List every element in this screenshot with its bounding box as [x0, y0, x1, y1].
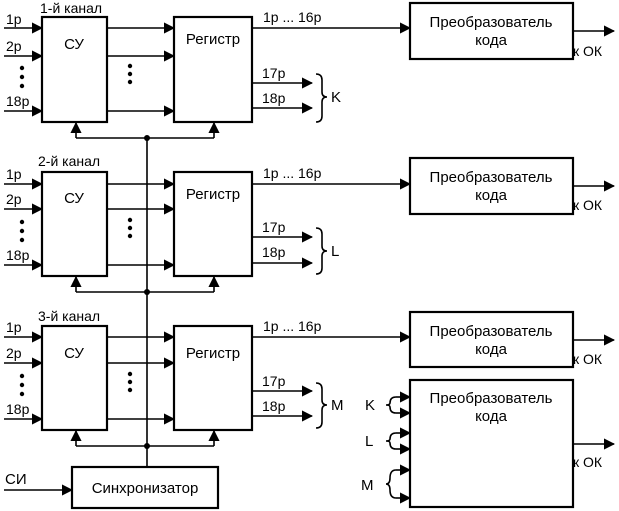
synchronizer-block [70, 465, 220, 510]
channel-3: 3-й канал 1р 2р 18р СУ Регистр 1р ... 16… [4, 308, 616, 447]
channel-1-title: 1-й канал [40, 0, 102, 16]
channel-1-register-label: Регистр [186, 31, 240, 48]
extra-converter-input-m: M [361, 477, 374, 494]
extra-converter-label-2: кода [475, 408, 507, 425]
channel-1-input-18p: 18р [6, 93, 30, 109]
extra-converter-block [408, 378, 575, 509]
channel-2-title: 2-й канал [38, 153, 100, 169]
extra-converter-label: Преобразователь [430, 390, 553, 407]
channel-2-input-2p: 2р [6, 191, 22, 207]
junction-dot [144, 443, 150, 449]
channel-2-bus-label: 1р ... 16р [263, 165, 322, 181]
extra-converter-input-l: L [365, 433, 373, 450]
channel-3-cu-label: СУ [64, 345, 84, 362]
channel-2: 2-й канал 1р 2р 18р СУ Регистр 1р ... 16… [4, 153, 616, 293]
channel-2-register-block [172, 170, 254, 278]
channel-2-register-label: Регистр [186, 186, 240, 203]
channel-1-out-18p: 18р [262, 90, 286, 106]
channel-2-converter-label: Преобразователь [430, 169, 553, 186]
channel-1-group-label: K [331, 89, 341, 106]
sync-bus: СИ Синхронизатор [4, 135, 220, 510]
channel-3-register-block [172, 324, 254, 432]
channel-3-cu-block [40, 324, 109, 432]
channel-1-bus-label: 1р ... 16р [263, 9, 322, 25]
channel-3-title: 3-й канал [38, 308, 100, 324]
channel-3-bus-label: 1р ... 16р [263, 318, 322, 334]
channel-3-input-2p: 2р [6, 345, 22, 361]
channel-3-converter-label-2: кода [475, 341, 507, 358]
junction-dot [144, 135, 150, 141]
channel-3-input-18p: 18р [6, 401, 30, 417]
channel-2-out-18p: 18р [262, 244, 286, 260]
extra-converter: Преобразователь кода K L M к ОК [361, 378, 616, 509]
channel-1-cu-label: СУ [64, 36, 84, 53]
channel-1-cu-block [40, 15, 109, 124]
channel-3-register-label: Регистр [186, 345, 240, 362]
channel-2-output-label: к ОК [573, 197, 603, 213]
channel-1-input-1p: 1р [6, 11, 22, 27]
channel-2-input-18p: 18р [6, 247, 30, 263]
channel-3-out-17p: 17р [262, 373, 286, 389]
channel-2-converter-block [408, 156, 575, 216]
channel-1-out-17p: 17р [262, 65, 286, 81]
extra-converter-output-label: к ОК [573, 454, 603, 470]
channel-1: 1-й канал 1р 2р 18р СУ Регистр 1р ... 16… [4, 0, 616, 139]
junction-dot [144, 289, 150, 295]
channel-3-converter-label: Преобразователь [430, 323, 553, 340]
channel-3-out-18p: 18р [262, 398, 286, 414]
channel-2-group-label: L [331, 243, 339, 260]
channel-1-input-2p: 2р [6, 38, 22, 54]
channel-2-converter-label-2: кода [475, 187, 507, 204]
channel-3-input-1p: 1р [6, 319, 22, 335]
channel-3-group-label: M [331, 397, 344, 414]
sync-input-label: СИ [5, 471, 27, 488]
channel-2-input-1p: 1р [6, 166, 22, 182]
channel-1-output-label: к ОК [573, 43, 603, 59]
extra-converter-input-k: K [365, 397, 375, 414]
channel-1-converter-block [408, 1, 575, 61]
channel-2-out-17p: 17р [262, 219, 286, 235]
synchronizer-label: Синхронизатор [92, 480, 199, 497]
channel-2-cu-label: СУ [64, 190, 84, 207]
channel-3-output-label: к ОК [573, 351, 603, 367]
channel-2-cu-block [40, 170, 109, 278]
channel-1-converter-label: Преобразователь [430, 14, 553, 31]
channel-1-converter-label-2: кода [475, 32, 507, 49]
